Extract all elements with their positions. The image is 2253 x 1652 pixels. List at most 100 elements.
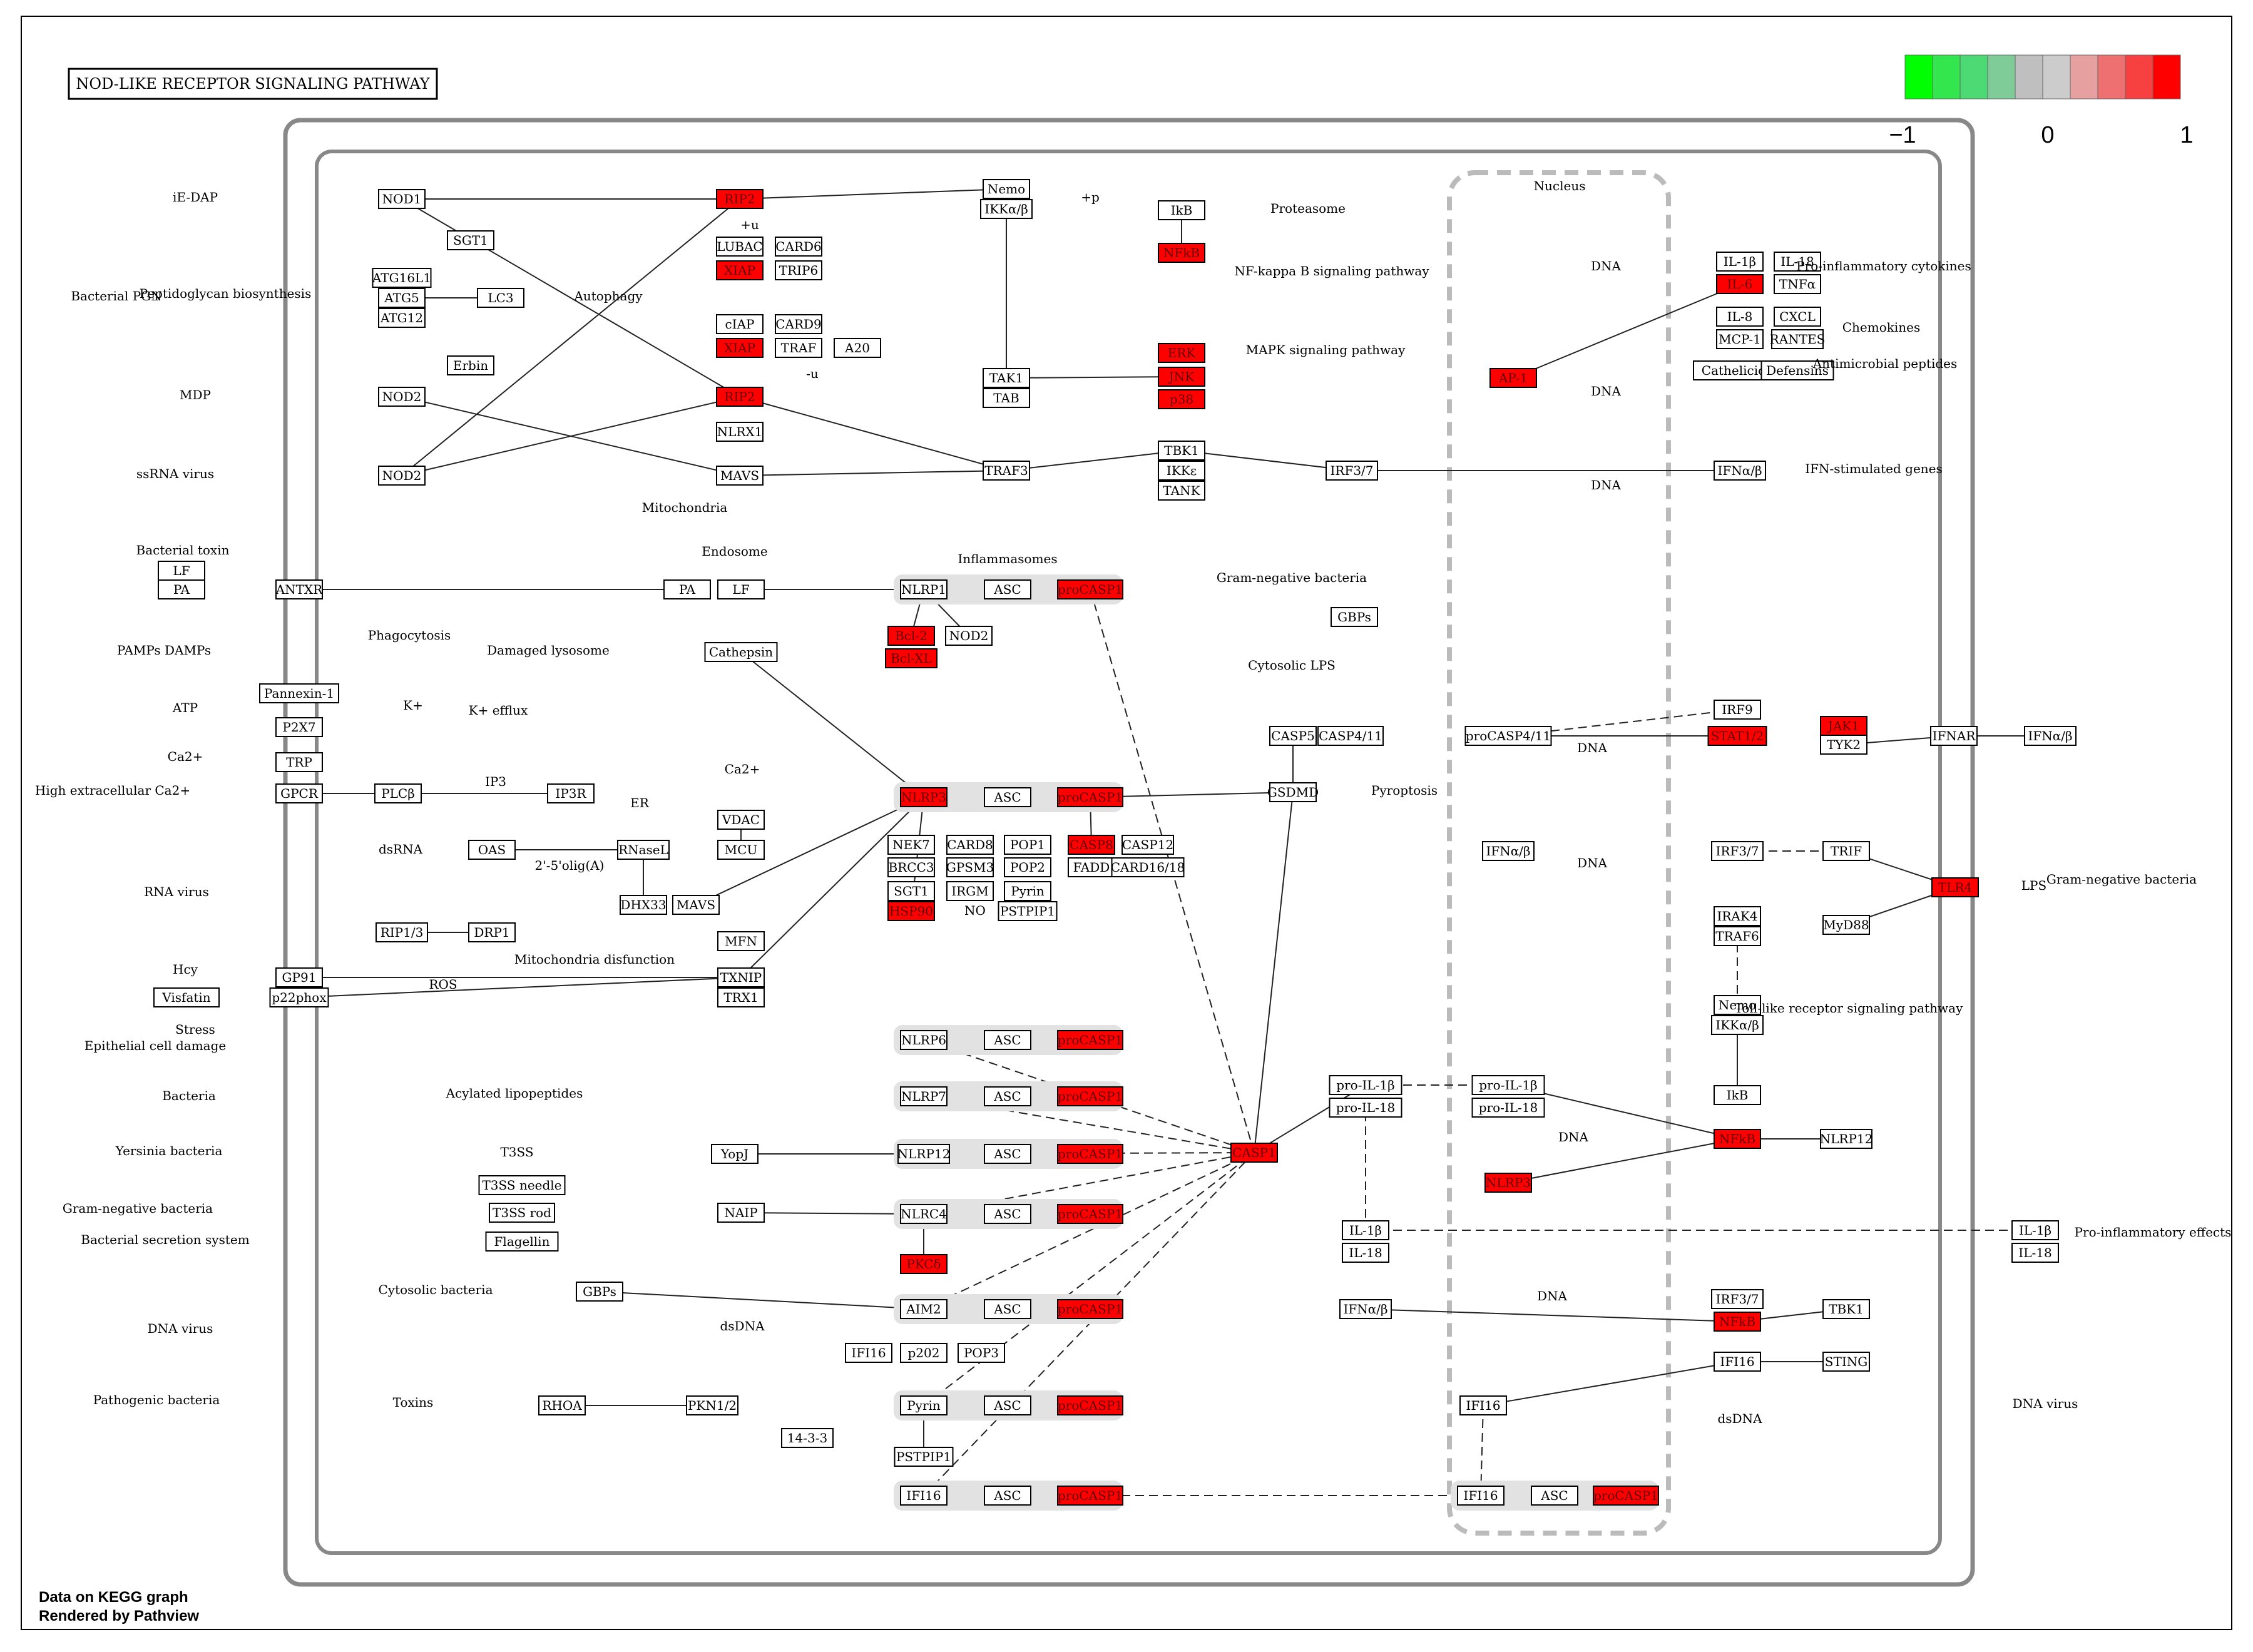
gene-node-nlrx1[interactable]: NLRX1 xyxy=(716,422,764,442)
gene-node-xiap[interactable]: XIAP xyxy=(716,260,764,280)
gene-node-oas[interactable]: OAS xyxy=(468,840,516,860)
gene-node-nemo[interactable]: Nemo xyxy=(1714,995,1761,1015)
gene-node-tlr4[interactable]: TLR4 xyxy=(1931,877,1979,897)
gene-node-gp91[interactable]: GP91 xyxy=(275,967,323,987)
gene-node-procasp1[interactable]: proCASP1 xyxy=(1057,1030,1123,1050)
gene-node-lf[interactable]: LF xyxy=(717,579,765,599)
gene-node-asc[interactable]: ASC xyxy=(1531,1486,1578,1506)
gene-node-tbk1[interactable]: TBK1 xyxy=(1158,441,1205,461)
gene-node-ikb[interactable]: IkB xyxy=(1714,1085,1761,1105)
gene-node-aim2[interactable]: AIM2 xyxy=(900,1299,948,1319)
gene-node-mcp-1[interactable]: MCP-1 xyxy=(1716,329,1764,349)
gene-node-lubac[interactable]: LUBAC xyxy=(716,237,764,257)
gene-node-cxcl[interactable]: CXCL xyxy=(1774,307,1821,327)
gene-node-il-1[interactable]: IL-1β xyxy=(1716,252,1764,272)
gene-node-trip6[interactable]: TRIP6 xyxy=(775,260,822,280)
gene-node-procasp1[interactable]: proCASP1 xyxy=(1593,1486,1659,1506)
gene-node-casp8[interactable]: CASP8 xyxy=(1068,835,1115,855)
gene-node-p2x7[interactable]: P2X7 xyxy=(275,717,323,737)
gene-node-nek7[interactable]: NEK7 xyxy=(887,835,935,855)
gene-node-nod1[interactable]: NOD1 xyxy=(378,189,426,209)
gene-node-tyk2[interactable]: TYK2 xyxy=(1820,735,1867,755)
gene-node-gpsm3[interactable]: GPSM3 xyxy=(946,857,994,877)
gene-node-casp1[interactable]: CASP1 xyxy=(1230,1143,1278,1163)
gene-node-pop2[interactable]: POP2 xyxy=(1004,857,1051,877)
gene-node-ifi16[interactable]: IFI16 xyxy=(1714,1352,1761,1372)
gene-node-irf3-7[interactable]: IRF3/7 xyxy=(1711,841,1764,861)
gene-node-t3ss-needle[interactable]: T3SS needle xyxy=(478,1175,566,1195)
gene-node-rhoa[interactable]: RHOA xyxy=(538,1395,586,1415)
gene-node-nlrp3[interactable]: NLRP3 xyxy=(900,787,948,807)
gene-node-gpcr[interactable]: GPCR xyxy=(275,783,323,803)
gene-node-procasp1[interactable]: proCASP1 xyxy=(1057,1486,1123,1506)
gene-node-ifi16[interactable]: IFI16 xyxy=(845,1343,892,1363)
gene-node-stat1-2[interactable]: STAT1/2 xyxy=(1707,726,1767,746)
gene-node-mfn[interactable]: MFN xyxy=(717,931,765,951)
gene-node-procasp4-11[interactable]: proCASP4/11 xyxy=(1464,726,1552,746)
gene-node-mavs[interactable]: MAVS xyxy=(716,466,764,486)
gene-node-ifn[interactable]: IFNα/β xyxy=(1339,1299,1392,1319)
gene-node-pop3[interactable]: POP3 xyxy=(958,1343,1005,1363)
gene-node-pstpip1[interactable]: PSTPIP1 xyxy=(894,1447,954,1467)
gene-node-rip2[interactable]: RIP2 xyxy=(716,189,764,209)
gene-node-naip[interactable]: NAIP xyxy=(717,1203,765,1223)
gene-node-nlrp6[interactable]: NLRP6 xyxy=(900,1030,948,1050)
gene-node-asc[interactable]: ASC xyxy=(984,1299,1031,1319)
gene-node-gsdmd[interactable]: GSDMD xyxy=(1267,782,1319,802)
gene-node-mavs[interactable]: MAVS xyxy=(672,895,720,915)
gene-node-tak1[interactable]: TAK1 xyxy=(983,368,1030,388)
gene-node-vdac[interactable]: VDAC xyxy=(717,810,765,830)
gene-node-ap-1[interactable]: AP-1 xyxy=(1489,368,1537,388)
gene-node-plc[interactable]: PLCβ xyxy=(374,783,422,803)
gene-node-rip1-3[interactable]: RIP1/3 xyxy=(376,922,428,942)
gene-node-pannexin-1[interactable]: Pannexin-1 xyxy=(259,683,339,703)
gene-node-traf3[interactable]: TRAF3 xyxy=(983,461,1030,481)
gene-node-asc[interactable]: ASC xyxy=(984,1486,1031,1506)
gene-node-ifi16[interactable]: IFI16 xyxy=(1457,1486,1505,1506)
gene-node-procasp1[interactable]: proCASP1 xyxy=(1057,1299,1123,1319)
gene-node-t3ss-rod[interactable]: T3SS rod xyxy=(489,1203,555,1223)
gene-node-14-3-3[interactable]: 14-3-3 xyxy=(781,1428,834,1448)
gene-node-pkn1-2[interactable]: PKN1/2 xyxy=(686,1395,738,1415)
gene-node-nod2[interactable]: NOD2 xyxy=(945,626,993,646)
gene-node-card8[interactable]: CARD8 xyxy=(946,835,994,855)
gene-node-ikb[interactable]: IkB xyxy=(1158,200,1205,220)
gene-node-ikk[interactable]: IKKα/β xyxy=(1711,1015,1764,1035)
gene-node-asc[interactable]: ASC xyxy=(984,1204,1031,1224)
gene-node-jnk[interactable]: JNK xyxy=(1158,367,1205,387)
gene-node-sgt1[interactable]: SGT1 xyxy=(447,230,494,250)
gene-node-erk[interactable]: ERK xyxy=(1158,343,1205,363)
gene-node-nemo[interactable]: Nemo xyxy=(983,179,1030,199)
gene-node-nlrc4[interactable]: NLRC4 xyxy=(900,1204,948,1224)
gene-node-casp5[interactable]: CASP5 xyxy=(1269,726,1317,746)
gene-node-erbin[interactable]: Erbin xyxy=(447,355,494,375)
gene-node-procasp1[interactable]: proCASP1 xyxy=(1057,579,1123,599)
gene-node-asc[interactable]: ASC xyxy=(984,1030,1031,1050)
gene-node-nod2[interactable]: NOD2 xyxy=(378,387,426,407)
gene-node-p38[interactable]: p38 xyxy=(1158,389,1205,409)
gene-node-il-18[interactable]: IL-18 xyxy=(2011,1243,2059,1263)
gene-node-procasp1[interactable]: proCASP1 xyxy=(1057,1204,1123,1224)
gene-node-card6[interactable]: CARD6 xyxy=(775,237,822,257)
gene-node-irf3-7[interactable]: IRF3/7 xyxy=(1326,461,1378,481)
gene-node-asc[interactable]: ASC xyxy=(984,579,1031,599)
gene-node-procasp1[interactable]: proCASP1 xyxy=(1057,1144,1123,1164)
gene-node-antxr[interactable]: ANTXR xyxy=(275,579,324,599)
gene-node-mcu[interactable]: MCU xyxy=(717,840,765,860)
gene-node-tank[interactable]: TANK xyxy=(1158,481,1205,501)
gene-node-pro-il-18[interactable]: pro-IL-18 xyxy=(1329,1098,1402,1118)
gene-node-lc3[interactable]: LC3 xyxy=(477,288,524,308)
gene-node-pa[interactable]: PA xyxy=(158,579,205,599)
gene-node-myd88[interactable]: MyD88 xyxy=(1822,915,1870,935)
gene-node-nlrp1[interactable]: NLRP1 xyxy=(900,579,948,599)
gene-node-sgt1[interactable]: SGT1 xyxy=(887,881,935,901)
gene-node-ifi16[interactable]: IFI16 xyxy=(1459,1395,1507,1415)
gene-node-visfatin[interactable]: Visfatin xyxy=(153,987,220,1007)
gene-node-brcc3[interactable]: BRCC3 xyxy=(887,857,935,877)
gene-node-tab[interactable]: TAB xyxy=(983,388,1030,408)
gene-node-casp4-11[interactable]: CASP4/11 xyxy=(1317,726,1384,746)
gene-node-il-18[interactable]: IL-18 xyxy=(1774,252,1821,272)
gene-node-il-1[interactable]: IL-1β xyxy=(2011,1220,2059,1240)
gene-node-jak1[interactable]: JAK1 xyxy=(1820,716,1867,736)
gene-node-drp1[interactable]: DRP1 xyxy=(468,922,516,942)
